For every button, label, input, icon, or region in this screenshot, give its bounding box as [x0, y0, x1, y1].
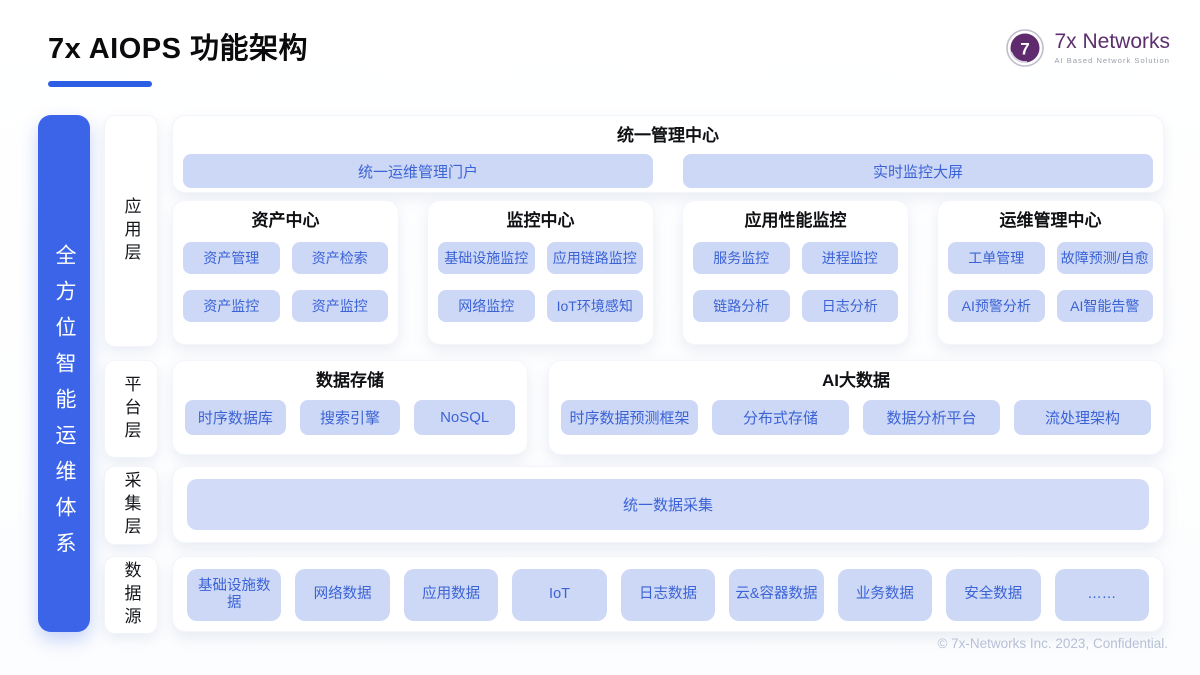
svg-text:7: 7 — [1021, 40, 1030, 59]
datasource-chip: 业务数据 — [837, 569, 933, 621]
module-chip: IoT环境感知 — [546, 290, 643, 322]
module-chip: 资产监控 — [183, 290, 280, 322]
monitor-center-title: 监控中心 — [506, 211, 575, 230]
asset-center-title: 资产中心 — [251, 211, 320, 230]
logo-text: 7x Networks AI Based Network Solution — [1054, 30, 1170, 65]
module-chip: 资产检索 — [291, 242, 388, 274]
logo-icon: 7 — [1006, 29, 1045, 67]
title-underline — [48, 81, 152, 87]
side-banner: 全方位智能运维体系 — [38, 115, 90, 632]
datasource-chip: 安全数据 — [946, 569, 1041, 621]
module-chip: 工单管理 — [948, 242, 1045, 274]
data-collection-card: 统一数据采集 — [172, 466, 1164, 543]
page-title: 7x AIOPS 功能架构 — [48, 33, 309, 65]
apm-title: 应用性能监控 — [744, 211, 847, 230]
monitor-center-grid: 基础设施监控 应用链路监控 网络监控 IoT环境感知 — [428, 232, 653, 322]
datasource-row: 基础设施数据 网络数据 应用数据 IoT 日志数据 云&容器数据 业务数据 安全… — [173, 557, 1163, 633]
module-chip: 服务监控 — [693, 242, 790, 274]
unified-management-row: 统一运维管理门户 实时监控大屏 — [173, 154, 1163, 188]
layer-label: 数据源 — [121, 560, 141, 630]
module-chip: 日志分析 — [801, 290, 898, 322]
layer-label: 采集层 — [121, 471, 141, 540]
module-chip: 故障预测/自愈 — [1056, 242, 1153, 274]
layer-label: 平台层 — [121, 374, 141, 444]
module-chip: 数据分析平台 — [863, 400, 1000, 435]
module-chip: 资产管理 — [183, 242, 280, 274]
datasource-card: 基础设施数据 网络数据 应用数据 IoT 日志数据 云&容器数据 业务数据 安全… — [172, 556, 1164, 632]
module-chip: AI智能告警 — [1056, 290, 1153, 322]
module-chip: 搜索引擎 — [299, 400, 401, 435]
application-centers-row: 资产中心 资产管理 资产检索 资产监控 资产监控 监控中心 基础设施监控 应用链… — [172, 200, 1164, 345]
layer-card-datasource: 数据源 — [104, 556, 158, 634]
module-chip: 时序数据预测框架 — [561, 400, 698, 435]
ops-management-grid: 工单管理 故障预测/自愈 AI预警分析 AI智能告警 — [938, 232, 1163, 322]
apm-grid: 服务监控 进程监控 链路分析 日志分析 — [683, 232, 908, 322]
unified-data-collection-chip: 统一数据采集 — [187, 479, 1149, 530]
datasource-chip: 日志数据 — [620, 569, 716, 621]
module-chip: 分布式存储 — [712, 400, 849, 435]
module-chip: NoSQL — [414, 400, 516, 435]
ai-bigdata-card: AI大数据 时序数据预测框架 分布式存储 数据分析平台 流处理架构 — [548, 360, 1164, 455]
ai-bigdata-grid: 时序数据预测框架 分布式存储 数据分析平台 流处理架构 — [549, 400, 1163, 435]
platform-row: 数据存储 时序数据库 搜索引擎 NoSQL AI大数据 时序数据预测框架 分布式… — [172, 360, 1164, 455]
side-banner-label: 全方位智能运维体系 — [53, 243, 76, 568]
module-chip: 网络监控 — [438, 290, 535, 322]
ops-management-card: 运维管理中心 工单管理 故障预测/自愈 AI预警分析 AI智能告警 — [937, 200, 1164, 345]
datasource-chip: 应用数据 — [403, 569, 499, 621]
asset-center-card: 资产中心 资产管理 资产检索 资产监控 资产监控 — [172, 200, 399, 345]
logo: 7 7x Networks AI Based Network Solution — [1005, 28, 1170, 68]
data-storage-title: 数据存储 — [316, 371, 384, 390]
unified-management-card: 统一管理中心 统一运维管理门户 实时监控大屏 — [172, 115, 1164, 193]
logo-tagline: AI Based Network Solution — [1054, 55, 1170, 65]
module-chip: 应用链路监控 — [546, 242, 643, 274]
layer-label: 应用层 — [121, 196, 141, 266]
unified-management-title: 统一管理中心 — [617, 126, 719, 145]
datasource-chip: IoT — [512, 569, 607, 621]
monitor-center-card: 监控中心 基础设施监控 应用链路监控 网络监控 IoT环境感知 — [427, 200, 654, 345]
module-chip: 流处理架构 — [1014, 400, 1151, 435]
module-chip: 基础设施监控 — [438, 242, 535, 274]
layer-card-application: 应用层 — [104, 115, 158, 347]
data-storage-card: 数据存储 时序数据库 搜索引擎 NoSQL — [172, 360, 528, 455]
module-chip: 资产监控 — [291, 290, 388, 322]
module-chip: AI预警分析 — [948, 290, 1045, 322]
ai-bigdata-title: AI大数据 — [822, 371, 890, 390]
module-chip: 时序数据库 — [185, 400, 286, 435]
datasource-chip: 云&容器数据 — [729, 569, 824, 621]
layer-card-collection: 采集层 — [104, 466, 158, 545]
datasource-chip: …… — [1054, 569, 1149, 621]
apm-card: 应用性能监控 服务监控 进程监控 链路分析 日志分析 — [682, 200, 909, 345]
datasource-chip: 基础设施数据 — [187, 569, 282, 621]
copyright-footer: © 7x-Networks Inc. 2023, Confidential. — [937, 636, 1168, 651]
module-chip-monitor-screen: 实时监控大屏 — [683, 154, 1153, 188]
logo-name: 7x Networks — [1054, 30, 1170, 54]
module-chip: 链路分析 — [693, 290, 790, 322]
asset-center-grid: 资产管理 资产检索 资产监控 资产监控 — [173, 232, 398, 322]
ops-management-title: 运维管理中心 — [999, 211, 1102, 230]
layer-card-platform: 平台层 — [104, 360, 158, 458]
module-chip: 进程监控 — [801, 242, 898, 274]
datasource-chip: 网络数据 — [295, 569, 390, 621]
data-storage-grid: 时序数据库 搜索引擎 NoSQL — [173, 400, 527, 435]
module-chip-ops-portal: 统一运维管理门户 — [183, 154, 653, 188]
